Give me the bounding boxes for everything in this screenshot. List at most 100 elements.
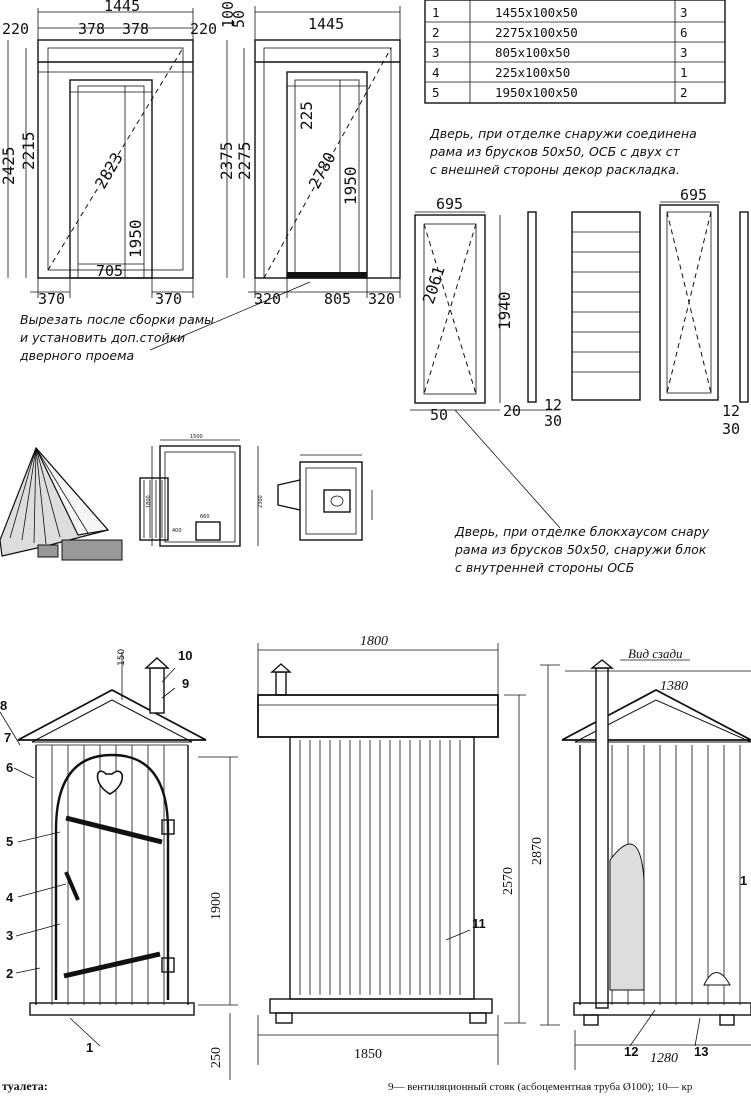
note-door-osb: Дверь, при отделке снаружи соединена рам… <box>429 126 697 177</box>
outhouse-rear-view: Вид сзади 1380 2870 1280 12 13 1 <box>530 646 751 1070</box>
part-label-2: 2 <box>6 966 13 981</box>
dim-bottom-right: 370 <box>155 290 182 308</box>
part-label-12: 12 <box>624 1044 638 1059</box>
dim-rear-bottom: 1280 <box>650 1051 678 1066</box>
part-label-10: 10 <box>178 648 192 663</box>
note-door-blockhouse-line-3: с внутренней стороны ОСБ <box>455 560 634 575</box>
dim-sub-1: 220 <box>2 20 29 38</box>
dim-door-bottom: 50 <box>430 406 448 424</box>
table-cell-num: 4 <box>432 65 440 80</box>
door-side-profile: 20 12 30 <box>503 211 562 430</box>
dim-inner-height-mid: 1950 <box>341 166 360 205</box>
part-label-1: 1 <box>86 1040 93 1055</box>
dim-front-bottom: 1850 <box>354 1047 382 1062</box>
part-label-4: 4 <box>6 890 14 905</box>
part-label-13: 13 <box>694 1044 708 1059</box>
dim-bottom-left: 370 <box>38 290 65 308</box>
table-cell-size: 805х100х50 <box>495 45 570 60</box>
part-label-3: 3 <box>6 928 13 943</box>
door-drawing-left: 695 2061 1940 50 <box>410 195 514 424</box>
note-door-blockhouse-line-1: Дверь, при отделке блокхаусом снару <box>454 524 710 539</box>
door-planks <box>571 211 641 401</box>
dim-front-top: 1800 <box>360 634 388 649</box>
frame-drawing-middle: 1445 100 50 2375 2275 225 2780 1950 320 … <box>217 1 401 308</box>
note-door-blockhouse-line-2: рама из брусков 50х50, снаружи блок <box>454 542 707 557</box>
table-cell-num: 3 <box>432 45 440 60</box>
small-plan-a: 1500 1800 2300 400 660 <box>139 434 264 547</box>
dim-side-height: 1900 <box>209 892 224 920</box>
part-label-9: 9 <box>182 676 189 691</box>
dim-door-side-a: 20 <box>503 402 521 420</box>
table-cell-qty: 2 <box>680 85 688 100</box>
table-cell-qty: 3 <box>680 5 688 20</box>
dim-bottom-mid-3: 320 <box>368 290 395 308</box>
dim-height-inner-mid: 2275 <box>235 141 254 180</box>
frame-drawing-left: 1445 220 378 378 220 2425 2215 2823 1950… <box>0 0 217 308</box>
dim-side-base: 250 <box>209 1047 224 1068</box>
caption: туалета: 9— вентиляционный стояк (асбоце… <box>2 1079 693 1093</box>
dim-inner-height: 1950 <box>126 219 145 258</box>
dim-sub-4: 220 <box>190 20 217 38</box>
table-cell-size: 2275х100х50 <box>495 25 578 40</box>
dim-door-side-c: 30 <box>544 412 562 430</box>
outhouse-front-view: 1800 2570 1850 11 <box>257 634 526 1065</box>
dim-front-height: 2570 <box>501 867 516 895</box>
table-cell-qty: 3 <box>680 45 688 60</box>
plan-inner-b: 660 <box>200 514 210 520</box>
note-frame-line-2: и установить доп.стойки <box>20 330 185 345</box>
door-drawing-right: 695 12 30 <box>659 186 749 438</box>
plan-left: 1800 <box>146 495 152 508</box>
part-label-7: 7 <box>4 730 11 745</box>
table-cell-size: 1950х100х50 <box>495 85 578 100</box>
dim-height-outer: 2425 <box>0 146 18 185</box>
dim-door-right-width: 695 <box>680 186 707 204</box>
note-frame: Вырезать после сборки рамы и установить … <box>19 281 311 363</box>
parts-table: 1 1455х100х50 3 2 2275х100х50 6 3 805х10… <box>424 0 726 104</box>
dim-diagonal: 2823 <box>91 149 127 192</box>
note-frame-line-1: Вырезать после сборки рамы <box>20 312 214 327</box>
table-cell-size: 1455х100х50 <box>495 5 578 20</box>
plan-inner-a: 400 <box>172 528 182 534</box>
dim-height-outer-mid: 2375 <box>217 141 236 180</box>
note-frame-line-3: дверного проема <box>19 348 134 363</box>
dim-top-small-1: 100 <box>219 1 237 28</box>
dim-door-diagonal: 2061 <box>419 264 449 307</box>
dim-door-height: 1940 <box>495 291 514 330</box>
note-door-osb-line-3: с внешней стороны декор раскладка. <box>430 162 680 177</box>
caption-left: туалета: <box>2 1079 48 1093</box>
dim-door-width: 695 <box>436 195 463 213</box>
dim-sub-2: 378 <box>78 20 105 38</box>
part-label-1-rear: 1 <box>740 873 747 888</box>
part-label-11: 11 <box>472 916 486 931</box>
dim-height-inner: 2215 <box>19 131 38 170</box>
dim-inner-width: 705 <box>96 262 123 280</box>
table-cell-num: 1 <box>432 5 440 20</box>
rear-view-title: Вид сзади <box>628 646 683 661</box>
dim-door-right-side-b: 30 <box>722 420 740 438</box>
dim-vent: 150 <box>117 649 127 666</box>
part-label-8: 8 <box>0 698 7 713</box>
note-door-osb-line-2: рама из брусков 50х50, ОСБ с двух ст <box>429 144 681 159</box>
dim-bottom-mid-2: 805 <box>324 290 351 308</box>
table-cell-qty: 6 <box>680 25 688 40</box>
plan-right: 2300 <box>258 495 264 508</box>
dim-door-right-side-a: 12 <box>722 402 740 420</box>
small-plan-b <box>277 454 373 541</box>
dim-inner-top-mid: 225 <box>297 101 316 130</box>
note-door-osb-line-1: Дверь, при отделке снаружи соединена <box>429 126 697 141</box>
dim-bottom-mid-1: 320 <box>254 290 281 308</box>
dim-sub-3: 378 <box>122 20 149 38</box>
dim-top-small-2: 50 <box>230 10 248 28</box>
dim-top-width: 1445 <box>104 0 140 15</box>
plan-top: 1500 <box>190 434 203 440</box>
table-cell-qty: 1 <box>680 65 688 80</box>
part-label-6: 6 <box>6 760 13 775</box>
dim-rear-height: 2870 <box>530 837 545 865</box>
outhouse-side-view: 1 2 3 4 5 6 7 8 9 10 150 1900 250 <box>0 648 238 1080</box>
table-cell-size: 225х100х50 <box>495 65 570 80</box>
table-cell-num: 5 <box>432 85 440 100</box>
dim-top-width-mid: 1445 <box>308 15 344 33</box>
dim-diagonal-mid: 2780 <box>305 149 340 192</box>
part-label-5: 5 <box>6 834 13 849</box>
dim-door-side-b: 12 <box>544 396 562 414</box>
